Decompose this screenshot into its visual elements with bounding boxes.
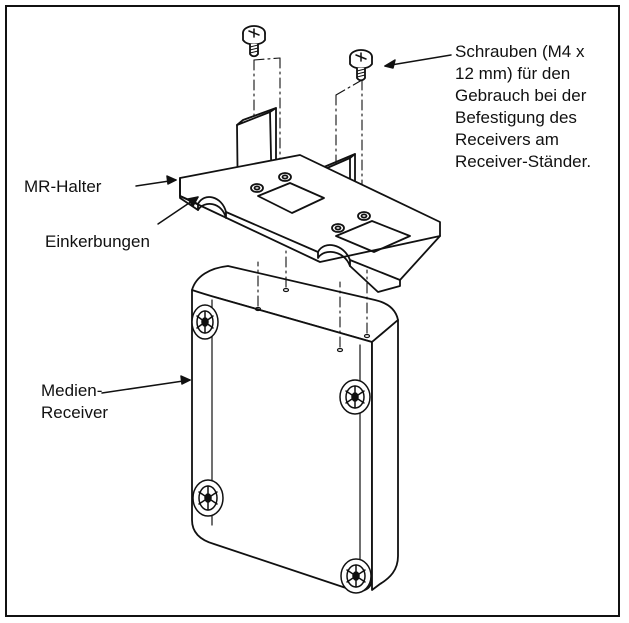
media-receiver-label: Medien- Receiver (41, 380, 108, 424)
screws-label: Schrauben (M4 x 12 mm) für den Gebrauch … (455, 41, 625, 173)
receiver-foot (339, 379, 371, 415)
receiver-screw-hole (254, 287, 371, 353)
screws-label-line: Befestigung des (455, 108, 577, 127)
screws-label-line: Receivers am (455, 130, 559, 149)
receiver-foot (191, 304, 219, 340)
mr-holder-bracket (179, 107, 441, 293)
screw-right (349, 49, 373, 82)
diagram-frame (5, 5, 620, 617)
screws-label-line: Receiver-Ständer. (455, 152, 592, 171)
media-receiver-box (191, 265, 399, 592)
notches-label: Einkerbungen (45, 232, 150, 251)
screws-label-line: Gebrauch bei der (455, 86, 587, 105)
media-receiver-label-line: Receiver (41, 403, 109, 422)
leader-arrows (101, 54, 452, 394)
receiver-foot (340, 558, 372, 594)
receiver-foot (192, 479, 224, 517)
screw-left (242, 25, 266, 58)
screws-label-line: Schrauben (M4 x (455, 42, 585, 61)
screws-label-line: 12 mm) für den (455, 64, 571, 83)
media-receiver-label-line: Medien- (41, 381, 103, 400)
mr-holder-label: MR-Halter (24, 177, 102, 196)
